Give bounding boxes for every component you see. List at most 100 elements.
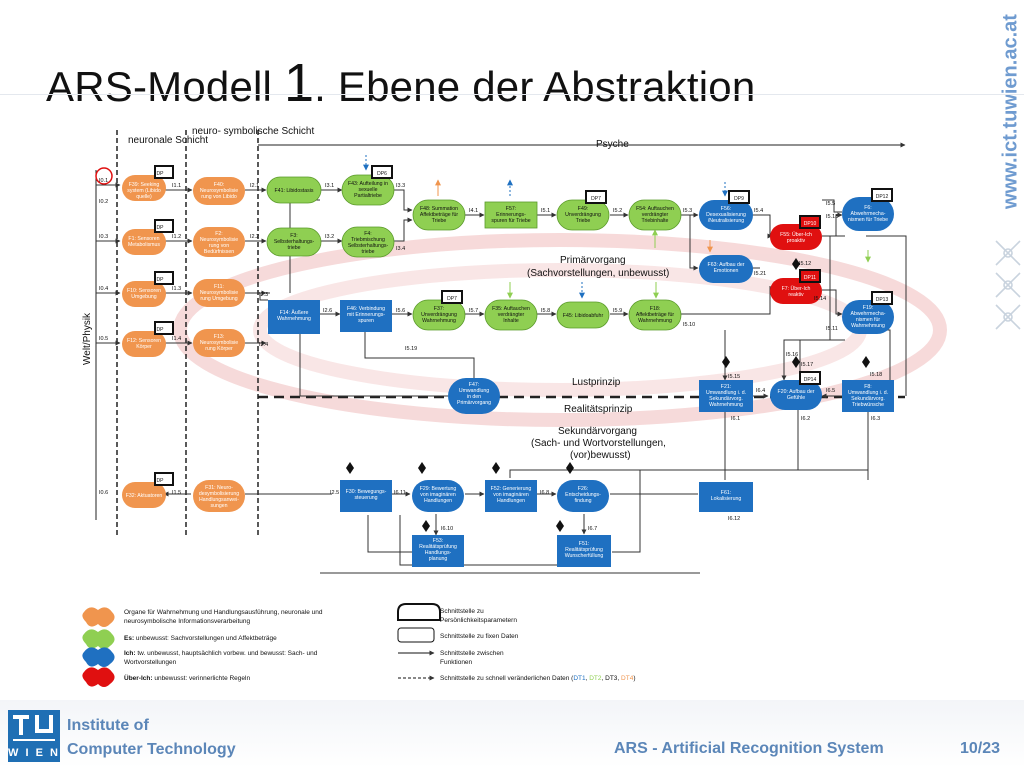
svg-text:I6.1: I6.1 — [731, 416, 740, 422]
svg-text:I0.4: I0.4 — [99, 286, 108, 292]
svg-text:F6:Abwehrmecha-nismen für Trie: F6:Abwehrmecha-nismen für Triebe — [848, 205, 888, 223]
svg-text:I5.10: I5.10 — [683, 322, 695, 328]
svg-text:I2.3: I2.3 — [259, 292, 268, 298]
svg-text:I5.11: I5.11 — [826, 326, 838, 332]
node-f3[interactable]: F3:Selbsterhaltungs-triebe — [266, 227, 322, 257]
footer-band — [0, 700, 1024, 768]
svg-text:I6.2: I6.2 — [801, 416, 810, 422]
svg-text:I5.13: I5.13 — [826, 214, 838, 220]
svg-text:DP10: DP10 — [804, 221, 817, 227]
svg-text:DP: DP — [157, 277, 165, 283]
label-lustprinzip: Lustprinzip — [572, 377, 621, 388]
svg-text:F57:Erinnerungs-spuren für Tri: F57:Erinnerungs-spuren für Triebe — [491, 206, 530, 224]
node-f26[interactable]: F26:Entscheidungs-findung — [557, 480, 609, 512]
svg-text:F32: Aktuatoren: F32: Aktuatoren — [126, 493, 163, 499]
ars-diagram: neuronale Schicht neuro- symbolische Sch… — [82, 126, 947, 687]
side-label-welt: Welt/Physik — [82, 312, 93, 365]
legend-if-functions: Schnittstelle zwischen Funktionen — [398, 650, 504, 666]
node-f41[interactable]: F41: Libidostasis — [266, 176, 322, 204]
svg-text:DP: DP — [157, 478, 165, 484]
svg-text:I5.1: I5.1 — [541, 208, 550, 214]
svg-text:F21:Umwandlung i. d.Sekundärvo: F21:Umwandlung i. d.Sekundärvorg.Wahrneh… — [706, 384, 746, 408]
svg-text:I5.19: I5.19 — [405, 346, 417, 352]
node-f56[interactable]: F56:Desexualisierung/Neutralisierung DP9 — [699, 190, 753, 230]
title-prefix: ARS-Modell — [46, 63, 284, 110]
svg-text:I5.2: I5.2 — [613, 208, 622, 214]
svg-text:F56:Desexualisierung/Neutralis: F56:Desexualisierung/Neutralisierung — [706, 206, 746, 224]
svg-text:I1.2: I1.2 — [172, 234, 181, 240]
svg-text:I0.2: I0.2 — [99, 199, 108, 205]
node-f45[interactable]: F45: Libidoabfuhr — [556, 301, 610, 329]
label-realitaetsprinzip: Realitätsprinzip — [564, 404, 633, 415]
svg-text:I4.1: I4.1 — [469, 208, 478, 214]
svg-text:I1.5: I1.5 — [172, 490, 181, 496]
legend-orange: Organe für Wahrnehmung und Handlungsausf… — [82, 607, 323, 627]
svg-text:F3:Selbsterhaltungs-triebe: F3:Selbsterhaltungs-triebe — [274, 233, 315, 251]
svg-text:F26:Entscheidungs-findung: F26:Entscheidungs-findung — [565, 486, 601, 504]
tu-wien-logo: W I E N — [8, 710, 60, 762]
svg-text:Ich: tw. unbewusst, hauptsächl: Ich: tw. unbewusst, hauptsächlich vorbew… — [124, 650, 318, 657]
svg-text:DP9: DP9 — [734, 196, 744, 202]
node-f61[interactable]: F61:Lokalisierung — [699, 482, 753, 512]
label-sekundaervorgang-sub2: (vor)bewusst) — [570, 450, 631, 461]
svg-text:I2.1: I2.1 — [250, 183, 259, 189]
svg-text:Schnittstelle zu: Schnittstelle zu — [440, 608, 484, 615]
svg-text:DP: DP — [157, 327, 165, 333]
institute-name: Institute of Computer Technology — [67, 714, 236, 762]
node-f21[interactable]: F21:Umwandlung i. d.Sekundärvorg.Wahrneh… — [699, 380, 753, 412]
svg-text:Schnittstelle zu schnell verän: Schnittstelle zu schnell veränderlichen … — [440, 675, 636, 682]
node-f8[interactable]: F8:Umwandlung i. d.Sekundärvorg.Triebwün… — [842, 380, 894, 412]
svg-text:I1.3: I1.3 — [172, 286, 181, 292]
node-f30[interactable]: F30: Bewegungs-steuerung — [340, 480, 392, 512]
svg-text:I5.8: I5.8 — [541, 308, 550, 314]
node-f57[interactable]: F57:Erinnerungs-spuren für Triebe — [484, 201, 538, 229]
svg-text:I1.4: I1.4 — [172, 336, 181, 342]
svg-text:I6.10: I6.10 — [441, 526, 453, 532]
legend-green: Es: unbewusst: Sachvorstellungen und Aff… — [82, 629, 277, 649]
node-f32[interactable]: F32: Aktuatoren DP — [122, 472, 174, 508]
svg-text:I5.16: I5.16 — [786, 352, 798, 358]
